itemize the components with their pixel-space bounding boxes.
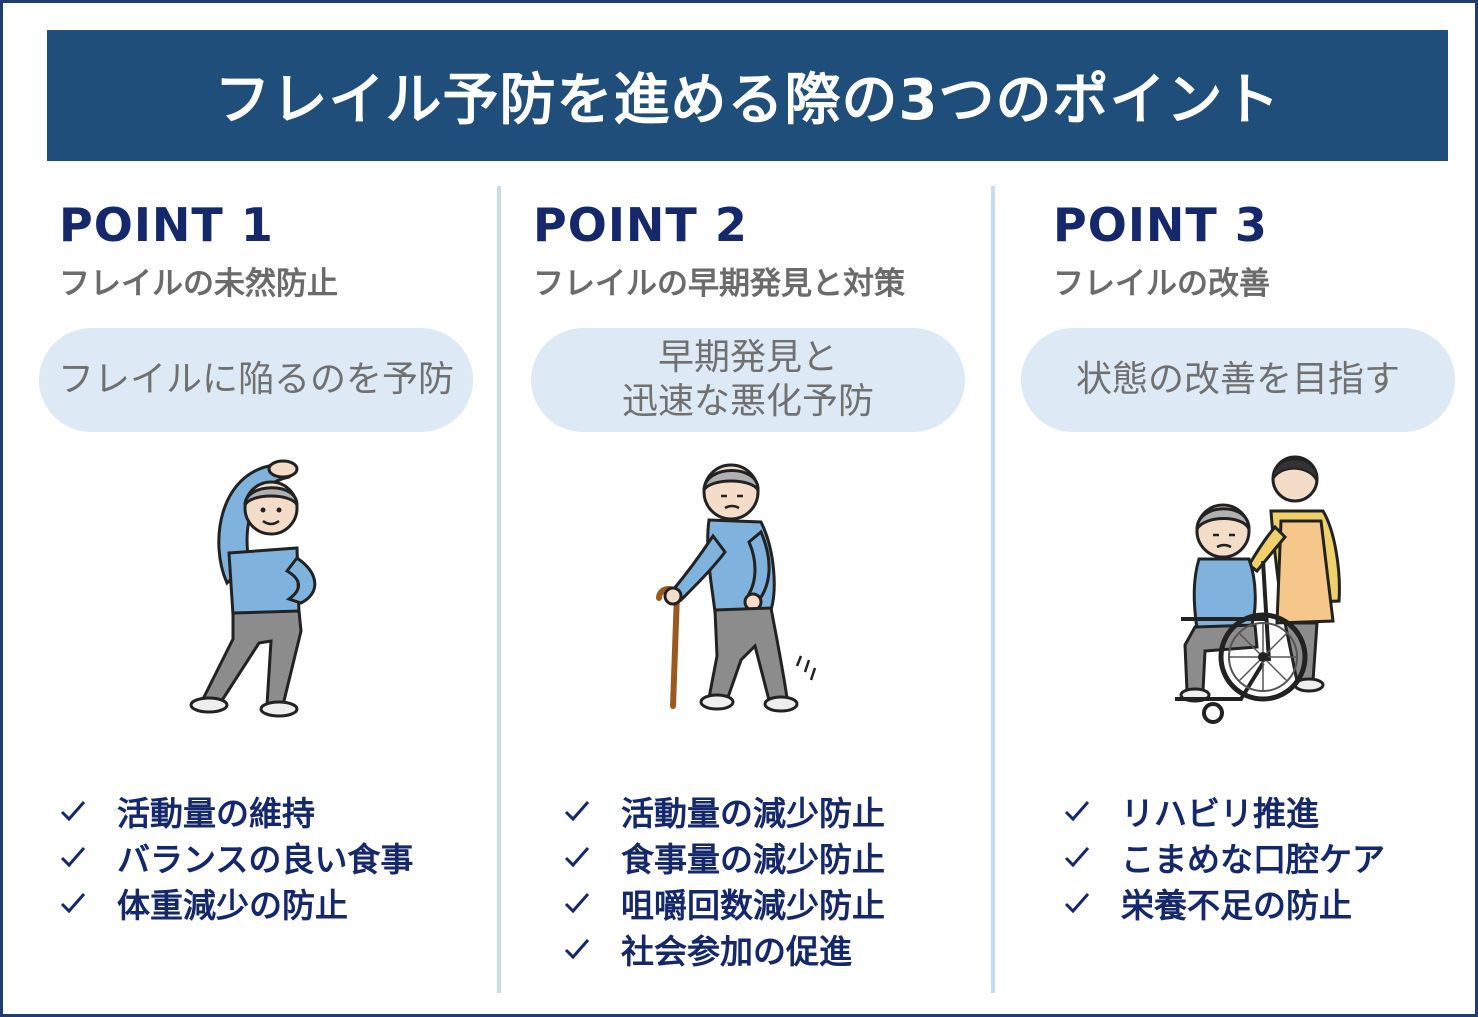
pill-text-line: 迅速な悪化予防	[621, 381, 874, 422]
point-summary-pill: 状態の改善を目指す	[1021, 328, 1455, 432]
checkmark-icon	[564, 939, 590, 960]
checkmark-icon	[60, 893, 86, 914]
list-item: リハビリ推進	[1063, 788, 1385, 834]
check-list: リハビリ推進 こまめな口腔ケア 栄養不足の防止	[1063, 788, 1385, 926]
list-item: 社会参加の促進	[563, 926, 885, 972]
point-summary-pill: フレイルに陥るのを予防	[39, 328, 473, 432]
checkmark-icon	[1064, 893, 1090, 914]
point-label: POINT 3	[1053, 198, 1268, 252]
title-banner: フレイル予防を進める際の3つのポイント	[47, 30, 1448, 161]
checkmark-icon	[564, 893, 590, 914]
point-column-3: POINT 3 フレイルの改善 状態の改善を目指す	[1021, 198, 1478, 998]
cane-elder-icon	[656, 463, 817, 713]
checkmark-icon	[1064, 801, 1090, 822]
point-summary-pill: 早期発見と 迅速な悪化予防	[531, 328, 965, 432]
list-item-text: リハビリ推進	[1121, 794, 1319, 833]
column-divider-1	[497, 186, 501, 993]
point-label: POINT 1	[59, 198, 274, 252]
list-item-text: バランスの良い食事	[117, 840, 414, 879]
check-list: 活動量の減少防止 食事量の減少防止 咀嚼回数減少防止 社会参加の促進	[563, 788, 885, 972]
list-item: 活動量の維持	[59, 788, 413, 834]
list-item-text: 活動量の維持	[117, 794, 315, 833]
point-label: POINT 2	[533, 198, 748, 252]
list-item: 咀嚼回数減少防止	[563, 880, 885, 926]
list-item: こまめな口腔ケア	[1063, 834, 1385, 880]
point-column-2: POINT 2 フレイルの早期発見と対策 早期発見と 迅速な悪化予防	[531, 198, 973, 998]
checkmark-icon	[564, 847, 590, 868]
checkmark-icon	[60, 847, 86, 868]
point-column-1: POINT 1 フレイルの未然防止 フレイルに陥るのを予防	[39, 198, 499, 998]
list-item: 活動量の減少防止	[563, 788, 885, 834]
list-item-text: 食事量の減少防止	[621, 840, 885, 879]
list-item: 栄養不足の防止	[1063, 880, 1385, 926]
checkmark-icon	[1064, 847, 1090, 868]
checkmark-icon	[564, 801, 590, 822]
pill-text-line: 早期発見と	[657, 337, 838, 378]
pill-text-line: フレイルに陥るのを予防	[57, 359, 454, 400]
wheelchair-caregiver-icon	[1175, 455, 1341, 724]
point-subtitle: フレイルの改善	[1053, 266, 1270, 302]
list-item-text: 体重減少の防止	[117, 886, 348, 925]
point-subtitle: フレイルの未然防止	[59, 266, 338, 302]
list-item-text: 咀嚼回数減少防止	[621, 886, 885, 925]
point-subtitle: フレイルの早期発見と対策	[533, 266, 905, 302]
stretching-elder-icon	[189, 459, 317, 718]
list-item-text: こまめな口腔ケア	[1121, 840, 1385, 879]
page-title: フレイル予防を進める際の3つのポイント	[214, 68, 1281, 133]
list-item-text: 活動量の減少防止	[621, 794, 885, 833]
pill-text-line: 状態の改善を目指す	[1075, 359, 1400, 400]
list-item: バランスの良い食事	[59, 834, 413, 880]
checkmark-icon	[60, 801, 86, 822]
list-item: 食事量の減少防止	[563, 834, 885, 880]
list-item: 体重減少の防止	[59, 880, 413, 926]
list-item-text: 栄養不足の防止	[1121, 886, 1352, 925]
list-item-text: 社会参加の促進	[621, 932, 852, 971]
check-list: 活動量の維持 バランスの良い食事 体重減少の防止	[59, 788, 413, 926]
column-divider-2	[991, 186, 995, 993]
